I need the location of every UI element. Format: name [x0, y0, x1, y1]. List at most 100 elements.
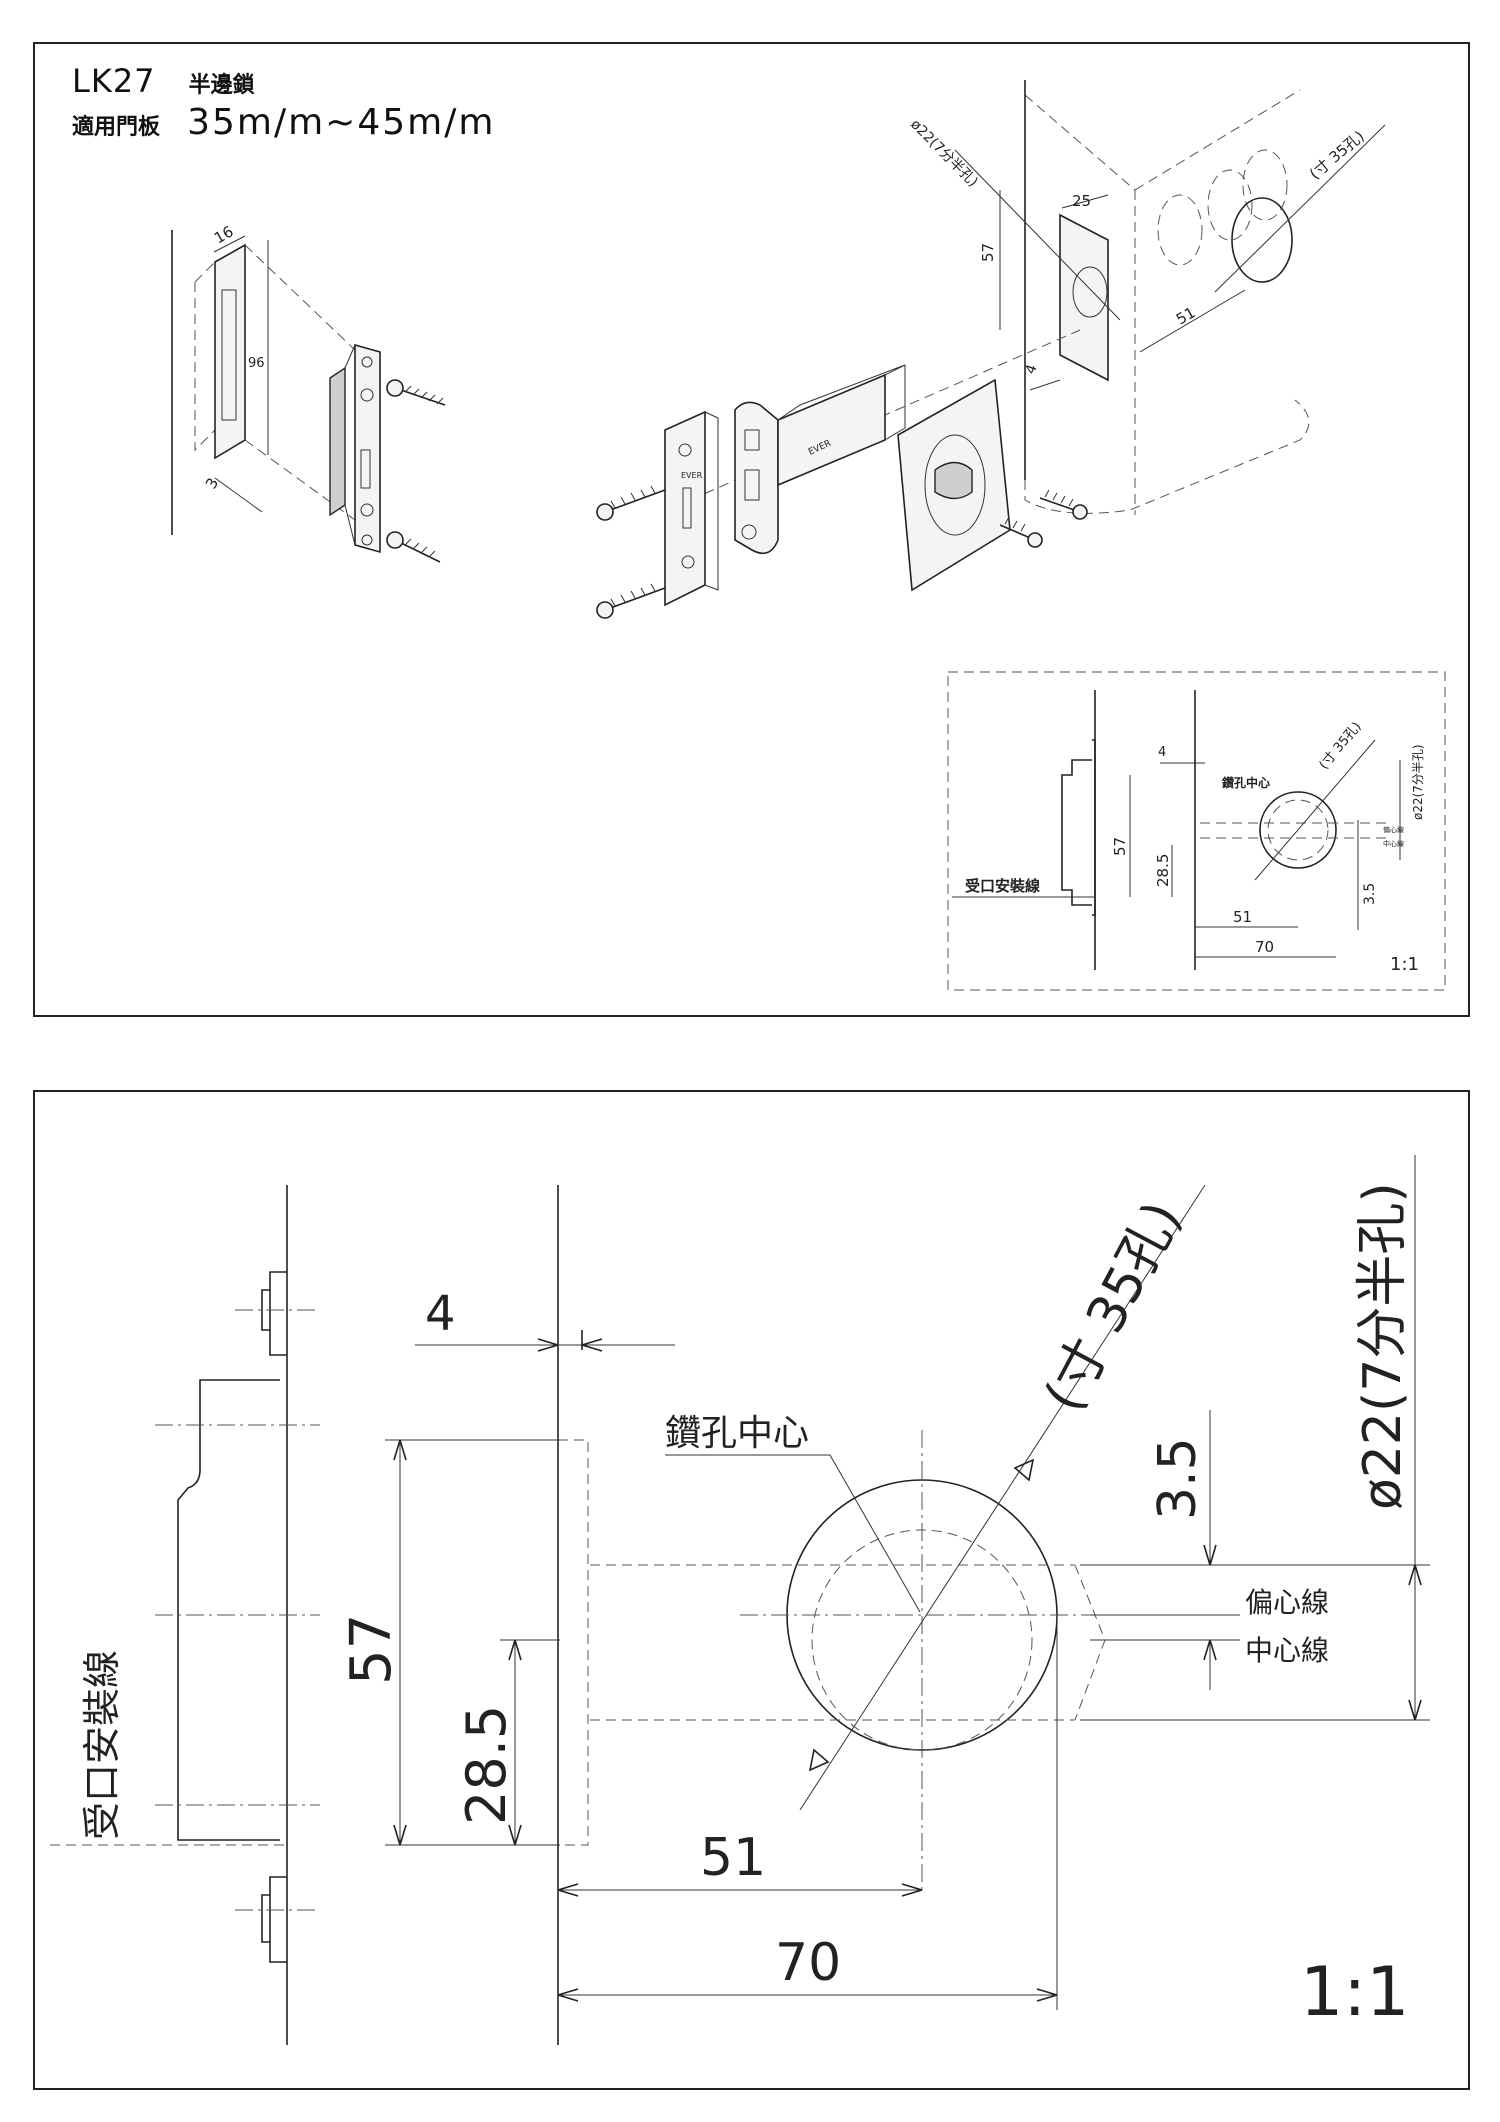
screw-icon: [999, 516, 1043, 548]
latch-body: [777, 373, 886, 487]
small-dim-70: 70: [1255, 938, 1274, 956]
small-center-line-label: 中心線: [1383, 839, 1404, 848]
strike-pocket: [214, 243, 246, 460]
bore-dim: ø22(7分半孔): [907, 117, 981, 191]
exploded-view: (寸 35孔) ø22(7分半孔) 25 57 4 51 EVER: [596, 80, 1386, 619]
projection-line-top: [244, 244, 356, 351]
small-cup-dim: (寸 35孔): [1317, 719, 1365, 772]
screw-icon: [1039, 489, 1088, 520]
title-block: LK27 半邊鎖 適用門板 35m/m~45m/m: [72, 62, 495, 143]
small-dim-4: 4: [1158, 745, 1166, 760]
detail-inset-frame: [947, 671, 1446, 991]
width-dim-line: [213, 235, 246, 253]
rose-cup: [924, 434, 986, 536]
dim-25: 25: [1072, 192, 1091, 210]
model-number: LK27: [72, 62, 156, 100]
dim-51-arrows: [557, 1883, 923, 1897]
cup-arrow-top: [1013, 1458, 1035, 1482]
strike-plate-icon: [329, 343, 381, 554]
dim-57: 57: [979, 243, 997, 262]
brand-mark: EVER: [681, 471, 703, 480]
bore-hole: [1072, 266, 1108, 318]
small-drill-center-label: 鑽孔中心: [1222, 775, 1270, 790]
small-detail-view: 57 28.5 受口安裝線 4 (寸 35孔) 鑽孔中心 ø22(7分半孔) 偏…: [947, 671, 1446, 991]
dim-70-arrows: [557, 1988, 1058, 2002]
center-line-label: 中心線: [1245, 1634, 1329, 1667]
scale-label: 1:1: [1300, 1953, 1409, 2032]
bottom-panel-frame: [33, 1090, 1470, 2090]
dim-3-5: 3.5: [1148, 1437, 1208, 1520]
small-dim-28-5: 28.5: [1154, 854, 1172, 887]
latch-bracket: [734, 401, 779, 555]
mortise-cutout: [1059, 213, 1109, 382]
rose-plate-icon: [897, 378, 1011, 592]
dim-51: 51: [700, 1828, 766, 1888]
door-edge-outline: [1024, 80, 1310, 514]
small-dim-3-5: 3.5: [1362, 883, 1378, 905]
cup-hole-ghost-2: [1207, 169, 1253, 241]
strike-slot: [221, 289, 237, 421]
small-install-line-label: 受口安裝線: [965, 877, 1040, 895]
dim-28-5-arrows: [508, 1639, 522, 1846]
strike-height-dim: 96: [248, 356, 265, 371]
strike-offset-dim: 3: [202, 475, 222, 492]
offset-line-label: 偏心線: [1245, 1586, 1329, 1619]
cup-hole-ghost-1: [1157, 194, 1203, 266]
dim-4-line: [1029, 379, 1061, 391]
dim-3-5-arrow-top: [1203, 1544, 1217, 1566]
cup-arrow-bottom: [808, 1748, 830, 1772]
install-line-label: 受口安裝線: [80, 1650, 124, 1840]
door-thickness-label: 適用門板: [72, 115, 161, 140]
screw-icon: [596, 583, 666, 619]
small-dim-57: 57: [1111, 837, 1129, 856]
door-face-edge: [1024, 89, 1301, 515]
dim-51: 51: [1173, 303, 1199, 328]
dim-70: 70: [775, 1933, 841, 1993]
mortise-outline: [558, 1439, 589, 1846]
small-scale: 1:1: [1390, 954, 1419, 975]
latch-icon: EVER EVER: [664, 364, 906, 607]
small-cup-circle: [1259, 791, 1337, 869]
small-bore-circle: [1267, 799, 1329, 861]
dim-57: 57: [339, 1614, 404, 1685]
bore-dim-leader: [954, 149, 1121, 321]
bore-dim-arrows: [1408, 1564, 1422, 1721]
strike-lower-tab: [261, 1876, 287, 1963]
dim-3-5-arrow-bottom: [1203, 1639, 1217, 1661]
dim-57-arrows: [393, 1439, 407, 1846]
small-dim-51: 51: [1233, 908, 1252, 926]
dim-25-line: [1061, 194, 1109, 209]
dim-4: 4: [425, 1286, 456, 1342]
cup-hole: [1231, 197, 1293, 283]
door-thickness-range: 35m/m~45m/m: [187, 102, 496, 143]
large-detail-view: 受口安裝線 4 57 28.5: [50, 1155, 1430, 2045]
cup-hole-dim: (寸 35孔): [1034, 1192, 1194, 1421]
small-offset-line-label: 偏心線: [1383, 825, 1404, 834]
drill-center-label: 鑽孔中心: [665, 1413, 809, 1454]
bore-tip: [1074, 1564, 1106, 1721]
small-cup-leader: [1254, 739, 1376, 881]
screw-icon: [596, 485, 666, 521]
rose-handle: [934, 461, 973, 500]
mortise-outline: [194, 261, 216, 452]
screw-icon: [386, 379, 446, 406]
top-panel-frame: [33, 42, 1470, 1017]
cup-dim-leader: [1214, 124, 1386, 293]
cup-hole-dim: (寸 35孔): [1306, 127, 1368, 183]
small-bore-dim: ø22(7分半孔): [1411, 744, 1425, 820]
latch-faceplate: [664, 410, 706, 607]
small-strike-profile: [1061, 739, 1096, 916]
drill-center-leader: [665, 1454, 921, 1613]
cup-dim-leader: [799, 1184, 1206, 1811]
dim-28-5: 28.5: [455, 1705, 518, 1825]
bore-dim: ø22(7分半孔): [1353, 1182, 1413, 1510]
strike-plate-view: 96 16 3: [171, 222, 446, 563]
cup-hole-ghost-3: [1242, 149, 1288, 221]
dim-51-line: [1139, 289, 1246, 353]
dim-4-arrows: [537, 1338, 603, 1352]
strike-profile: [177, 1271, 287, 1841]
strike-width-dim: 16: [211, 222, 237, 247]
screw-icon: [386, 531, 441, 563]
